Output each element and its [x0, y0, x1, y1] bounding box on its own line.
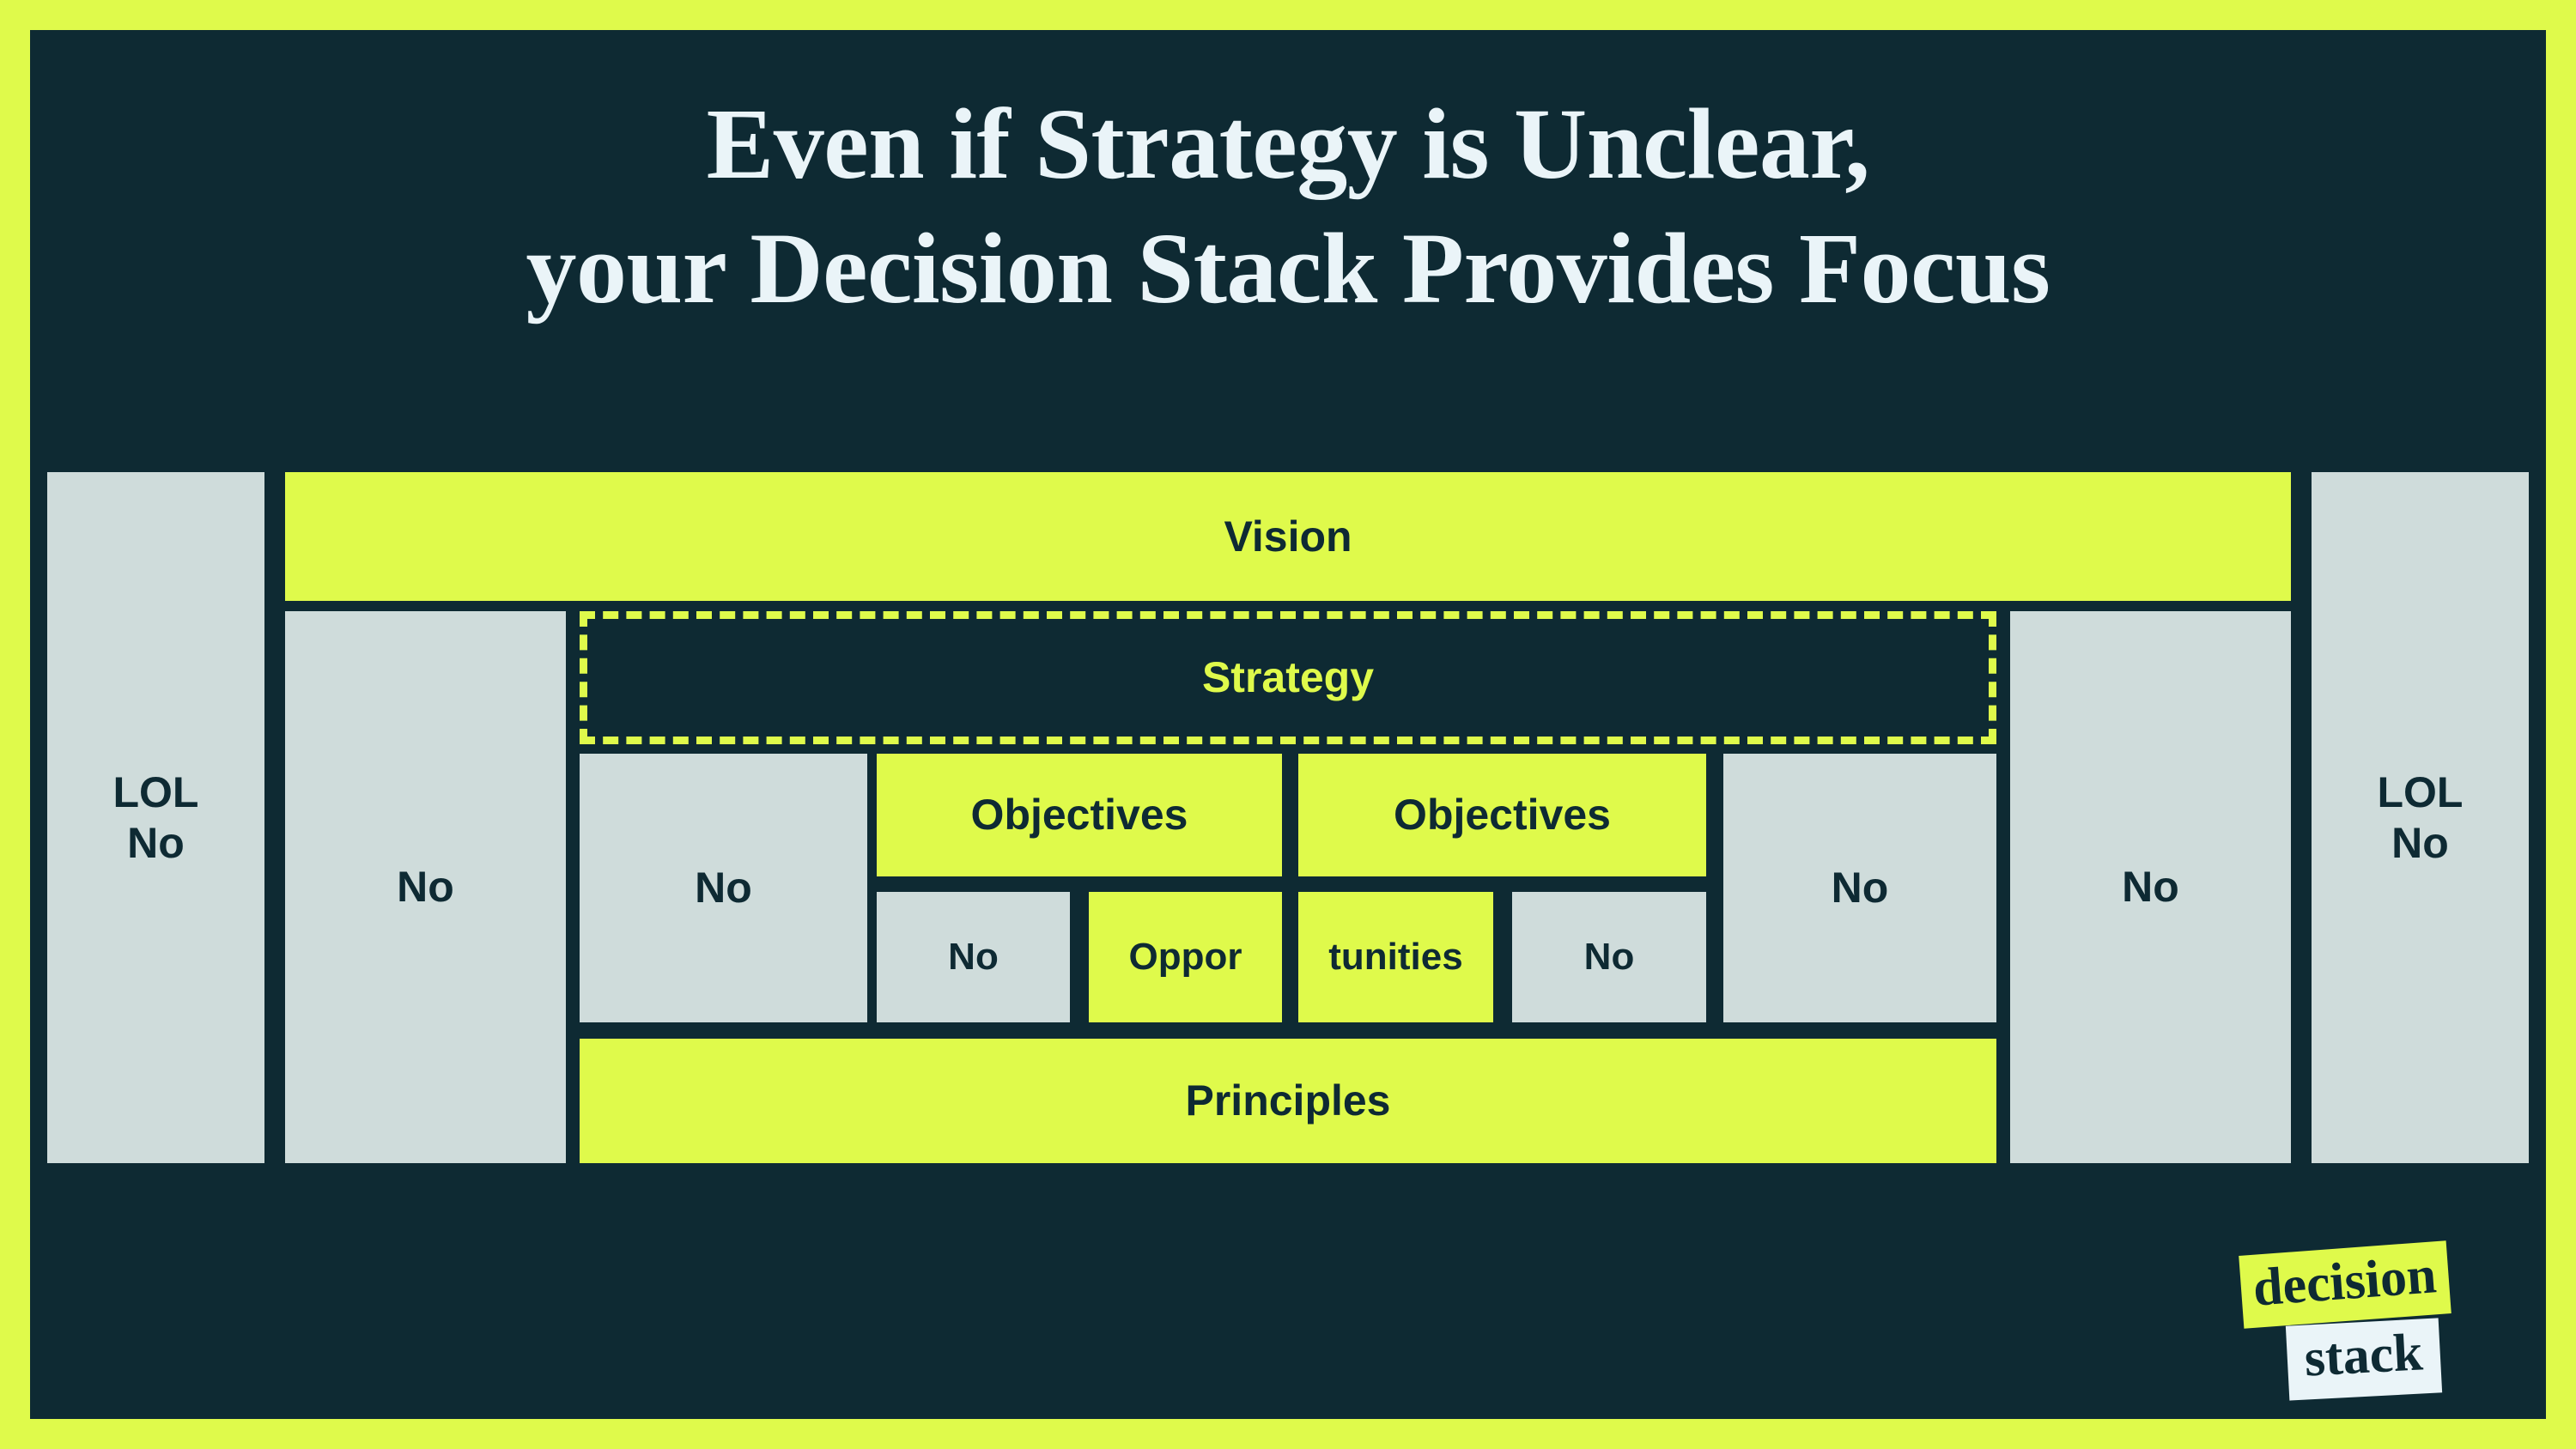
tunities-label: tunities: [1328, 936, 1463, 979]
inner-left-no-label: No: [397, 863, 454, 911]
objectives-2-label: Objectives: [1394, 791, 1611, 839]
title-line-1: Even if Strategy is Unclear,: [706, 88, 1870, 200]
principles-block: Principles: [580, 1039, 1996, 1163]
outer-left-line-1: LOL: [112, 767, 199, 816]
outer-right-column: LOL No: [2312, 472, 2529, 1163]
inner-right-no-block: No: [2010, 611, 2291, 1163]
opportunities-row-right-no: No: [1512, 892, 1706, 1022]
opportunities-row-right-no-label: No: [1583, 936, 1635, 979]
outer-right-line-2: No: [2391, 818, 2449, 867]
logo-word-decision: decision: [2239, 1240, 2451, 1329]
objectives-row-left-no: No: [580, 754, 867, 1022]
opportunities-row-left-no-label: No: [948, 936, 999, 979]
logo-stack-text: stack: [2303, 1323, 2425, 1388]
outer-right-line-1: LOL: [2377, 767, 2464, 816]
inner-right-no-label: No: [2122, 863, 2179, 911]
inner-left-no-block: No: [285, 611, 566, 1163]
outer-left-line-2: No: [127, 818, 185, 867]
principles-label: Principles: [1185, 1076, 1391, 1125]
objectives-row-left-no-label: No: [695, 864, 752, 912]
objectives-block-1: Objectives: [877, 754, 1282, 876]
objectives-block-2: Objectives: [1298, 754, 1706, 876]
objectives-row-right-no-label: No: [1831, 864, 1889, 912]
oppor-label: Oppor: [1128, 936, 1242, 979]
opportunities-block-tunities: tunities: [1298, 892, 1493, 1022]
opportunities-block-oppor: Oppor: [1089, 892, 1282, 1022]
slide-stage: Even if Strategy is Unclear, your Decisi…: [30, 30, 2546, 1419]
vision-label: Vision: [1224, 512, 1352, 561]
objectives-1-label: Objectives: [970, 791, 1188, 839]
opportunities-row-left-no: No: [877, 892, 1070, 1022]
title-line-2: your Decision Stack Provides Focus: [526, 212, 2050, 325]
outer-left-column: LOL No: [47, 472, 264, 1163]
logo-word-stack: stack: [2285, 1318, 2442, 1401]
page-title: Even if Strategy is Unclear, your Decisi…: [30, 82, 2546, 330]
objectives-row-right-no: No: [1723, 754, 1996, 1022]
strategy-label: Strategy: [1201, 653, 1375, 701]
brand-logo: decision stack: [2233, 1228, 2559, 1434]
strategy-block: Strategy: [580, 611, 1996, 744]
vision-block: Vision: [285, 472, 2291, 601]
logo-decision-text: decision: [2251, 1246, 2439, 1318]
